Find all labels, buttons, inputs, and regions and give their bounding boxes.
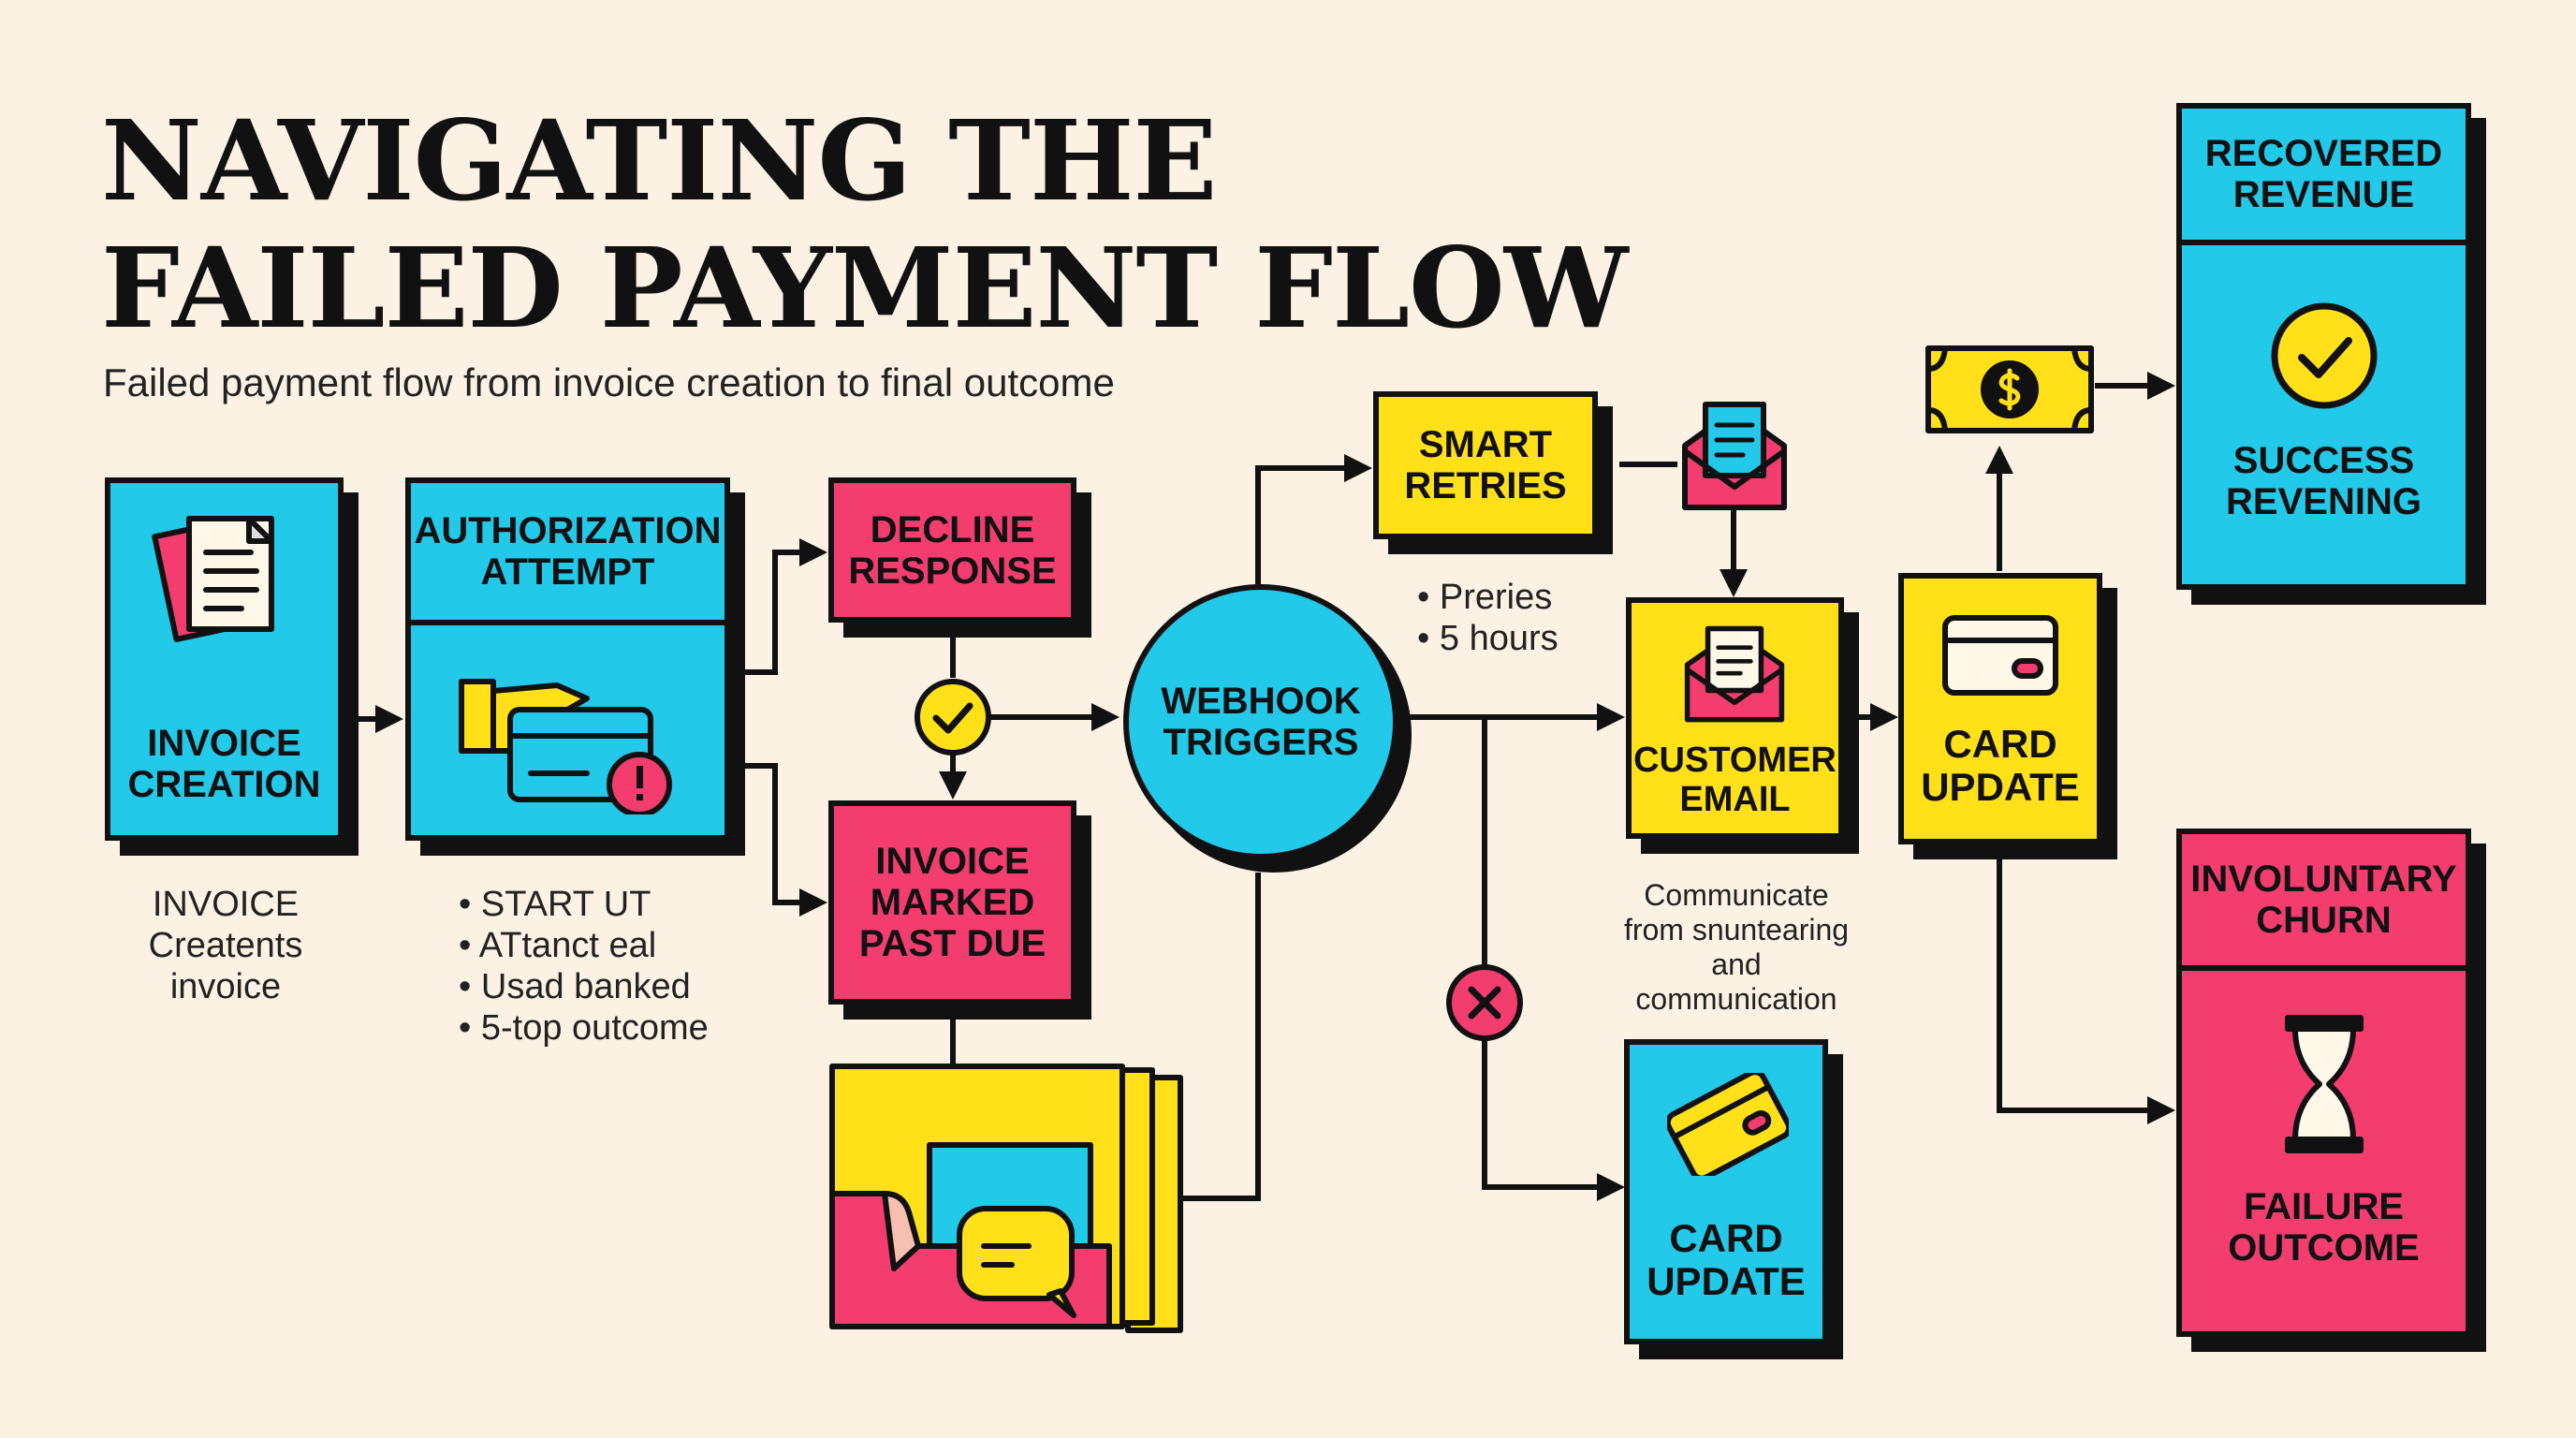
x-circle-icon <box>1446 964 1523 1041</box>
node-authorization-attempt: AUTHORIZATION ATTEMPT <box>405 477 730 841</box>
node-involuntary-churn: INVOLUNTARY CHURN FAILURE OUTCOME <box>2176 829 2471 1337</box>
node-webhook-triggers-label: WEBHOOK TRIGGERS <box>1161 681 1361 763</box>
node-decline-response-label: DECLINE RESPONSE <box>848 508 1057 592</box>
node-webhook-triggers: WEBHOOK TRIGGERS <box>1123 584 1398 859</box>
node-failure-outcome-label: FAILURE OUTCOME <box>2228 1186 2420 1269</box>
node-card-update-lower: CARD UPDATE <box>1624 1039 1828 1344</box>
node-card-update-lower-label: CARD UPDATE <box>1647 1216 1806 1304</box>
hand-card-alert-icon <box>458 679 672 814</box>
node-authorization-head: AUTHORIZATION ATTEMPT <box>411 483 724 625</box>
edge-card-update-to-churn <box>1997 847 2175 1124</box>
note-smart-retries: Preries 5 hours <box>1417 577 1559 659</box>
node-recovered-revenue-label: RECOVERED REVENUE <box>2204 133 2443 215</box>
document-stack-icon <box>152 516 274 642</box>
note-smart-retries-item: Preries <box>1417 577 1559 618</box>
node-smart-retries-label: SMART RETRIES <box>1404 424 1567 506</box>
node-customer-email-label: CUSTOMER EMAIL <box>1633 741 1837 819</box>
check-circle-icon <box>2271 302 2377 409</box>
edge-webhook-to-smart-retries <box>1255 454 1372 584</box>
envelope-icon <box>1682 402 1787 510</box>
node-customer-email: CUSTOMER EMAIL <box>1626 597 1844 839</box>
node-invoice-creation: INVOICE CREATION <box>105 477 344 841</box>
note-invoice: INVOICE Creatents invoice <box>148 885 303 1006</box>
edge-authorization-to-pastdue <box>730 763 827 917</box>
note-authorization-item: Usad banked <box>459 966 709 1007</box>
node-card-update-upper: CARD UPDATE <box>1898 573 2102 844</box>
hourglass-icon <box>2284 1015 2364 1153</box>
edge-folder-to-webhook <box>1181 873 1261 1201</box>
envelope-icon <box>1684 625 1785 723</box>
node-card-update-upper-label: CARD UPDATE <box>1921 722 2080 810</box>
credit-card-icon <box>1942 615 2058 696</box>
note-customer-email: Communicate from snuntearing and communi… <box>1623 878 1850 1016</box>
note-authorization-item: 5-top outcome <box>459 1007 709 1049</box>
node-invoice-marked-past-due-label: INVOICE MARKED PAST DUE <box>858 841 1046 964</box>
node-success-revenue-label: SUCCESS REVENING <box>2226 440 2422 522</box>
note-smart-retries-item: 5 hours <box>1417 618 1559 659</box>
node-involuntary-churn-head: INVOLUNTARY CHURN <box>2182 834 2466 971</box>
edge-x-to-card-update-lower <box>1482 1039 1625 1201</box>
note-authorization-item: ATtanct eal <box>459 925 709 966</box>
check-circle-icon <box>915 679 991 756</box>
credit-card-icon <box>1667 1073 1789 1176</box>
node-decline-response: DECLINE RESPONSE <box>828 477 1076 623</box>
node-involuntary-churn-label: INVOLUNTARY CHURN <box>2190 858 2457 941</box>
title-line-2: FAILED PAYMENT FLOW <box>101 223 1628 353</box>
note-authorization-item: START UT <box>459 884 709 925</box>
node-authorization-label: AUTHORIZATION ATTEMPT <box>414 510 722 593</box>
node-smart-retries: SMART RETRIES <box>1373 391 1598 539</box>
folder-message-icon <box>829 1064 1183 1333</box>
node-recovered-revenue: RECOVERED REVENUE SUCCESS REVENING <box>2176 103 2471 590</box>
edge-authorization-to-decline <box>730 538 827 675</box>
dollar-bill-icon <box>1925 345 2094 433</box>
node-invoice-marked-past-due: INVOICE MARKED PAST DUE <box>828 800 1076 1005</box>
page-title: NAVIGATING THE FAILED PAYMENT FLOW <box>101 95 1628 353</box>
title-line-1: NAVIGATING THE <box>101 95 1217 226</box>
node-recovered-revenue-head: RECOVERED REVENUE <box>2182 109 2466 245</box>
note-authorization: START UT ATtanct eal Usad banked 5-top o… <box>459 884 709 1049</box>
node-invoice-creation-label: INVOICE CREATION <box>127 723 321 805</box>
page-subtitle: Failed payment flow from invoice creatio… <box>103 360 1115 404</box>
